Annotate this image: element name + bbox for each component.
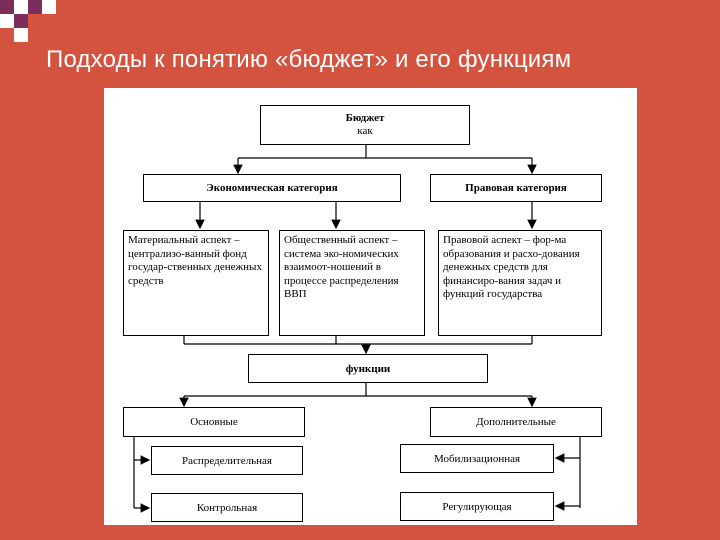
function-regulating: Регулирующая [400, 492, 554, 521]
corner-square-8 [42, 0, 56, 14]
aspect-material: Материальный аспект – централизо-ванный … [123, 230, 269, 336]
corner-square-4 [0, 14, 14, 28]
root-sublabel: как [357, 125, 373, 137]
function-distributive: Распределительная [151, 446, 303, 475]
aspect-social: Общественный аспект – система эко-номиче… [279, 230, 425, 336]
function-mobilization: Мобилизационная [400, 444, 554, 473]
connector-lines [133, 145, 581, 513]
corner-square-6 [28, 14, 42, 28]
root-box-budget: Бюджет как [260, 105, 470, 145]
function-control: Контрольная [151, 493, 303, 522]
corner-square-3 [28, 0, 42, 14]
category-economic: Экономическая категория [143, 174, 401, 202]
corner-square-7 [14, 28, 28, 42]
corner-square-2 [14, 0, 28, 14]
group-additional: Дополнительные [430, 407, 602, 437]
aspect-legal: Правовой аспект – фор-ма образования и р… [438, 230, 602, 336]
root-label: Бюджет [345, 112, 385, 124]
functions-box: функции [248, 354, 488, 383]
group-main: Основные [123, 407, 305, 437]
corner-square-5 [14, 14, 28, 28]
category-legal: Правовая категория [430, 174, 602, 202]
diagram-panel: Бюджет как Экономическая категория Право… [104, 88, 637, 525]
slide-title: Подходы к понятию «бюджет» и его функция… [46, 46, 572, 73]
corner-square-1 [0, 0, 14, 14]
